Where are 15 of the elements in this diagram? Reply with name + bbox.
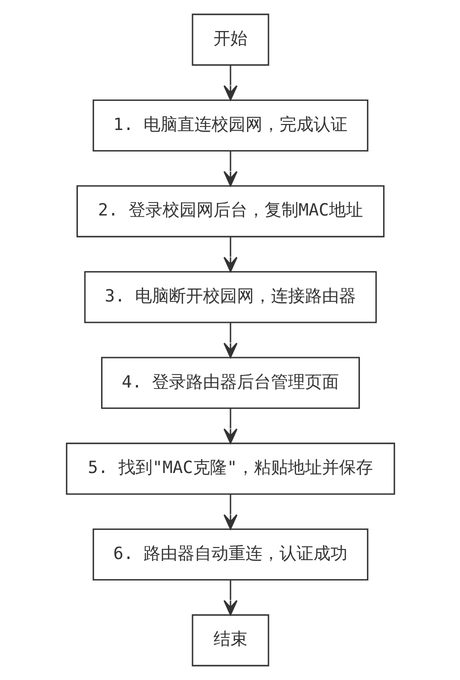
node-box: 4. 登录路由器后台管理页面: [100, 356, 360, 409]
arrow: [222, 408, 238, 444]
node-box: 6. 路由器自动重连，认证成功: [92, 528, 368, 581]
arrow: [222, 65, 238, 101]
arrow: [222, 236, 238, 272]
node-box: 结束: [191, 614, 269, 666]
node-box: 3. 电脑断开校园网，连接路由器: [84, 271, 376, 324]
node-box: 5. 找到"MAC克隆"，粘贴地址并保存: [65, 442, 395, 495]
arrow: [222, 580, 238, 616]
node-box: 2. 登录校园网后台，复制MAC地址: [76, 185, 384, 238]
node-box: 1. 电脑直连校园网，完成认证: [92, 99, 368, 152]
arrow: [222, 322, 238, 358]
arrow: [222, 494, 238, 530]
node-box: 开始: [191, 14, 269, 66]
arrow: [222, 150, 238, 186]
